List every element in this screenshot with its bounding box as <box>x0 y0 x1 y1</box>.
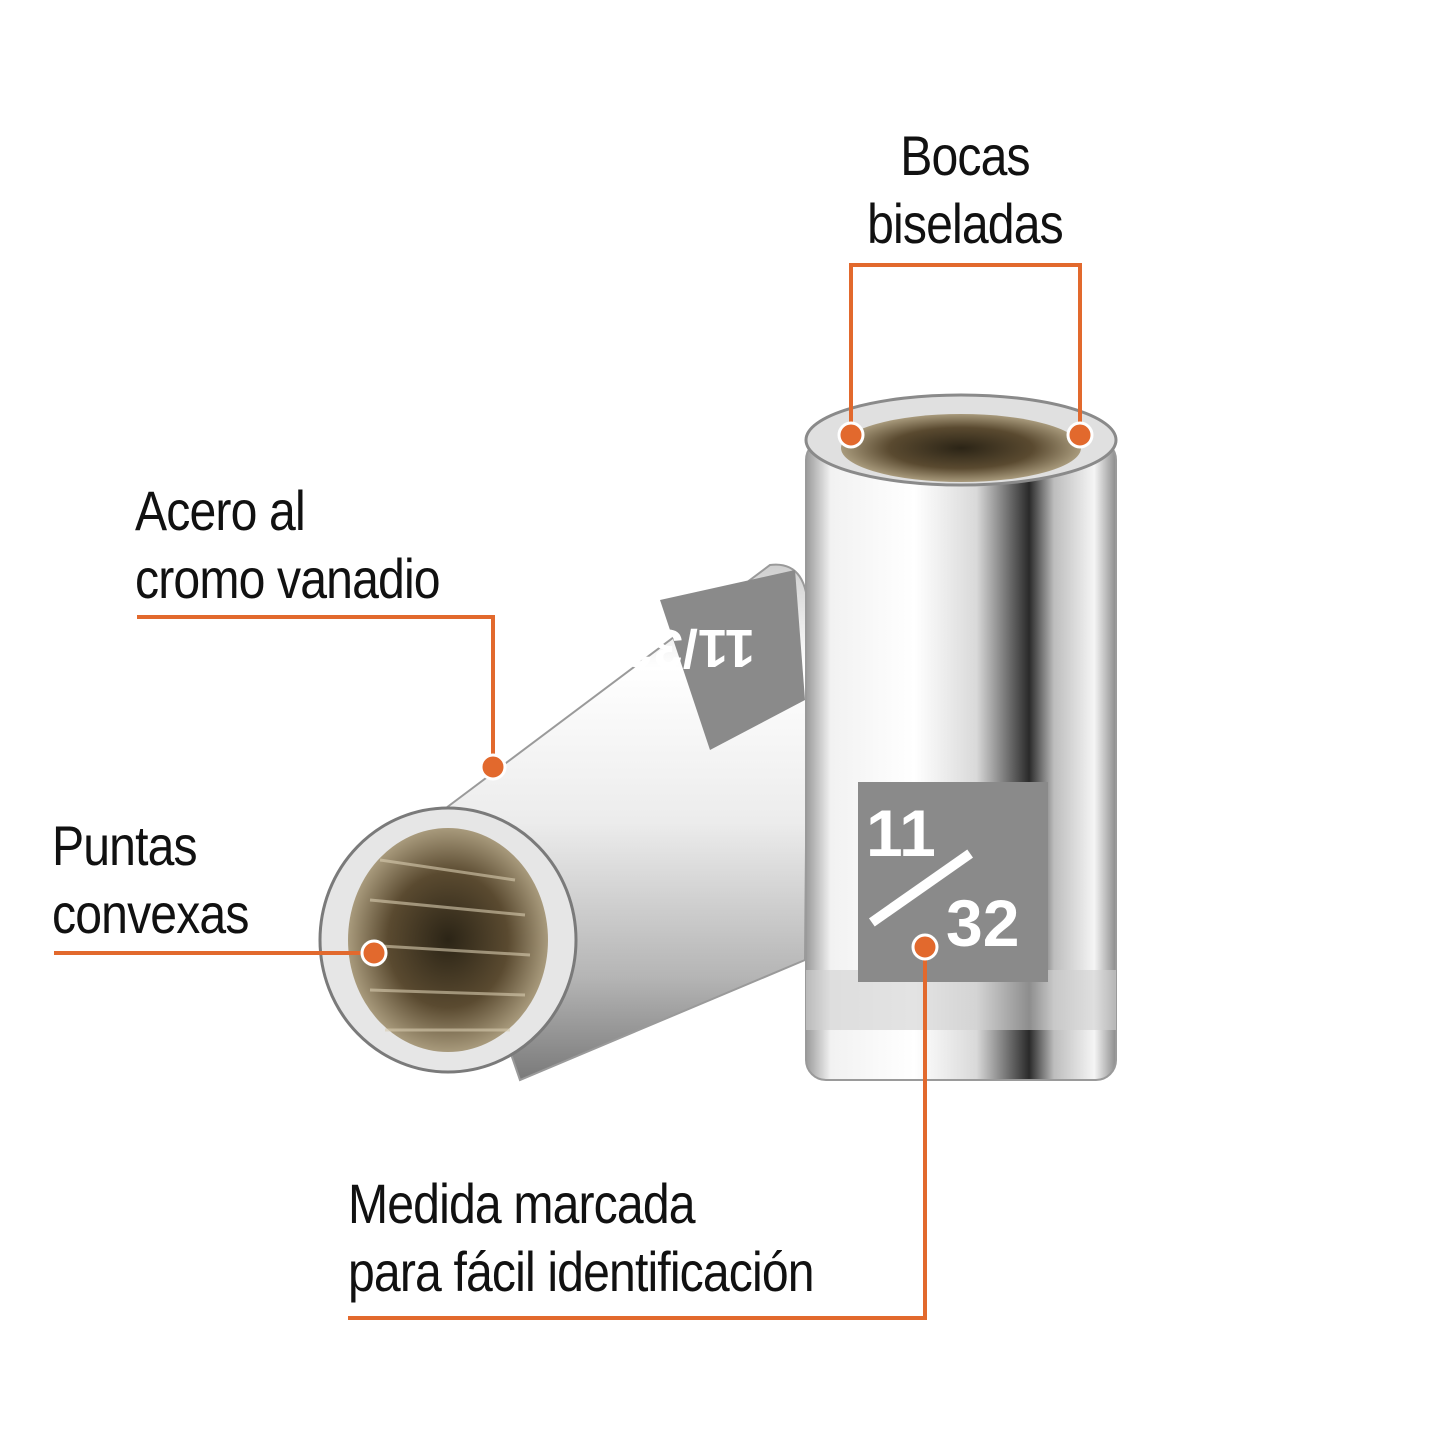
leader-lines <box>54 263 1082 1320</box>
callout-dot-acero <box>479 753 507 781</box>
callout-acero-cromo: Acero al cromo vanadio <box>135 479 441 610</box>
callout-dot-medida <box>911 933 939 961</box>
callout-dot-bocas-right <box>1066 421 1094 449</box>
marking-numerator: 11 <box>866 796 936 870</box>
callout-bocas-biseladas: Bocas biseladas <box>867 124 1064 255</box>
callout-dot-bocas <box>837 421 865 449</box>
marking-band <box>858 782 1048 982</box>
callout-medida-marcada: Medida marcada para fácil identificación <box>348 1172 815 1303</box>
callout-puntas-convexas: Puntas convexas <box>52 814 249 945</box>
socket-size-marking: 11 32 <box>866 800 1046 970</box>
callout-dot-puntas <box>360 939 388 967</box>
socket-lying-icon: 11/32 <box>318 563 810 1082</box>
socket-standing-icon <box>804 393 1118 1081</box>
lying-marking-text: 11/32 <box>623 618 755 678</box>
marking-denominator: 32 <box>946 886 1020 960</box>
